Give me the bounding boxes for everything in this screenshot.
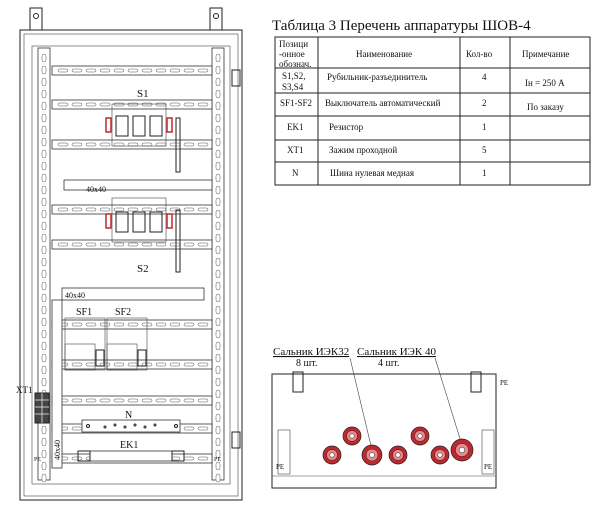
cell-name: Выключатель автоматический — [325, 98, 441, 108]
label-bar-upper: 40x40 — [86, 185, 106, 194]
din-rail — [51, 319, 213, 330]
label-sf2: SF2 — [115, 307, 131, 318]
cable-gland-icon — [322, 445, 342, 465]
breaker-sf1: SF1 — [64, 307, 106, 371]
header-pos: Позици — [279, 39, 308, 49]
cell-name: Рубильник-разъединитель — [327, 72, 427, 82]
cell-pos: S1,S2, — [282, 71, 306, 81]
cable-gland-icon — [410, 426, 430, 446]
cell-qty: 1 — [482, 122, 487, 132]
din-rail — [51, 204, 213, 215]
label-xt1: XT1 — [16, 385, 33, 395]
table-row: EK1 Резистор 1 — [287, 122, 487, 132]
cabinet-bottom-view: Сальник ИЭК32 8 шт. Сальник ИЭК 40 4 шт.… — [271, 346, 508, 489]
cell-pos: EK1 — [287, 122, 304, 132]
cell-pos: XT1 — [287, 145, 304, 155]
qty-gland-iek40: 4 шт. — [378, 358, 399, 369]
cabinet-outline — [19, 29, 243, 501]
header-qty: Кол-во — [466, 49, 493, 59]
table-row: N Шина нулевая медная 1 — [292, 168, 487, 178]
cell-pos: SF1-SF2 — [280, 98, 312, 108]
din-rail — [51, 359, 213, 370]
label-pe-left: PE — [34, 457, 41, 463]
label-ek1: EK1 — [120, 440, 138, 451]
label-pe-bottom-right: PE — [484, 463, 492, 471]
cable-gland-icon — [450, 438, 474, 462]
switch-s1: S1 — [105, 88, 181, 173]
cable-gland-icon — [361, 444, 383, 466]
din-rail — [51, 139, 213, 150]
label-s2: S2 — [137, 263, 149, 275]
qty-gland-iek32: 8 шт. — [296, 358, 317, 369]
cell-name: Зажим проходной — [329, 145, 397, 155]
label-gland-iek32: Сальник ИЭК32 — [273, 346, 349, 358]
label-gland-iek40: Сальник ИЭК 40 — [357, 346, 436, 358]
equipment-table: Позици -онное обознач. Наименование Кол-… — [274, 36, 591, 186]
label-bar-vertical: 40x40 — [53, 440, 62, 460]
label-bar-lower: 40x40 — [65, 291, 85, 300]
label-pe-bottom-left: PE — [276, 463, 284, 471]
label-n: N — [125, 410, 132, 421]
cable-gland-icon — [342, 426, 362, 446]
table-title: Таблица 3 Перечень аппаратуры ШОВ-4 — [272, 18, 531, 34]
cell-note: Iн = 250 А — [525, 78, 565, 88]
resistor-ek1: EK1 — [77, 440, 185, 462]
bar-40x40-upper — [63, 179, 213, 191]
header-pos-3: обознач. — [279, 59, 311, 69]
label-pe-bottom: PE — [500, 379, 508, 387]
cabinet-front-view: S1 S2 40x40 40x40 40x40 SF1 — [16, 7, 243, 501]
switch-s2: S2 — [105, 197, 181, 275]
breaker-sf2: SF2 — [106, 307, 148, 371]
bar-40x40-vertical — [51, 299, 63, 469]
cell-qty: 4 — [482, 72, 487, 82]
cell-pos-2: S3,S4 — [282, 82, 304, 92]
header-pos-2: -онное — [279, 49, 305, 59]
din-rail — [51, 395, 213, 406]
label-s1: S1 — [137, 88, 149, 100]
bottom-plate — [271, 373, 497, 489]
cable-gland-icon — [388, 445, 408, 465]
cell-qty: 2 — [482, 98, 487, 108]
cell-qty: 1 — [482, 168, 487, 178]
din-rail — [51, 99, 213, 110]
cell-pos: N — [292, 168, 299, 178]
cable-gland-icon — [430, 445, 450, 465]
table-row: XT1 Зажим проходной 5 — [287, 145, 487, 155]
table-row: S1,S2, S3,S4 Рубильник-разъединитель 4 I… — [282, 71, 565, 92]
neutral-bus-n: N — [81, 410, 181, 433]
label-pe-right: PE — [214, 457, 221, 463]
table-row: SF1-SF2 Выключатель автоматический 2 По … — [280, 98, 564, 112]
cell-name: Резистор — [329, 122, 364, 132]
cell-qty: 5 — [482, 145, 487, 155]
cell-note: По заказу — [527, 102, 564, 112]
din-rail — [51, 239, 213, 250]
hinge-top — [231, 69, 241, 87]
header-name: Наименование — [356, 49, 412, 59]
din-rail — [51, 65, 213, 76]
bar-40x40-lower — [61, 287, 205, 301]
terminal-block-xt1: XT1 — [16, 385, 50, 424]
cell-name: Шина нулевая медная — [330, 168, 414, 178]
hinge-bottom — [231, 431, 241, 449]
label-sf1: SF1 — [76, 307, 92, 318]
header-note: Примечание — [522, 49, 569, 59]
